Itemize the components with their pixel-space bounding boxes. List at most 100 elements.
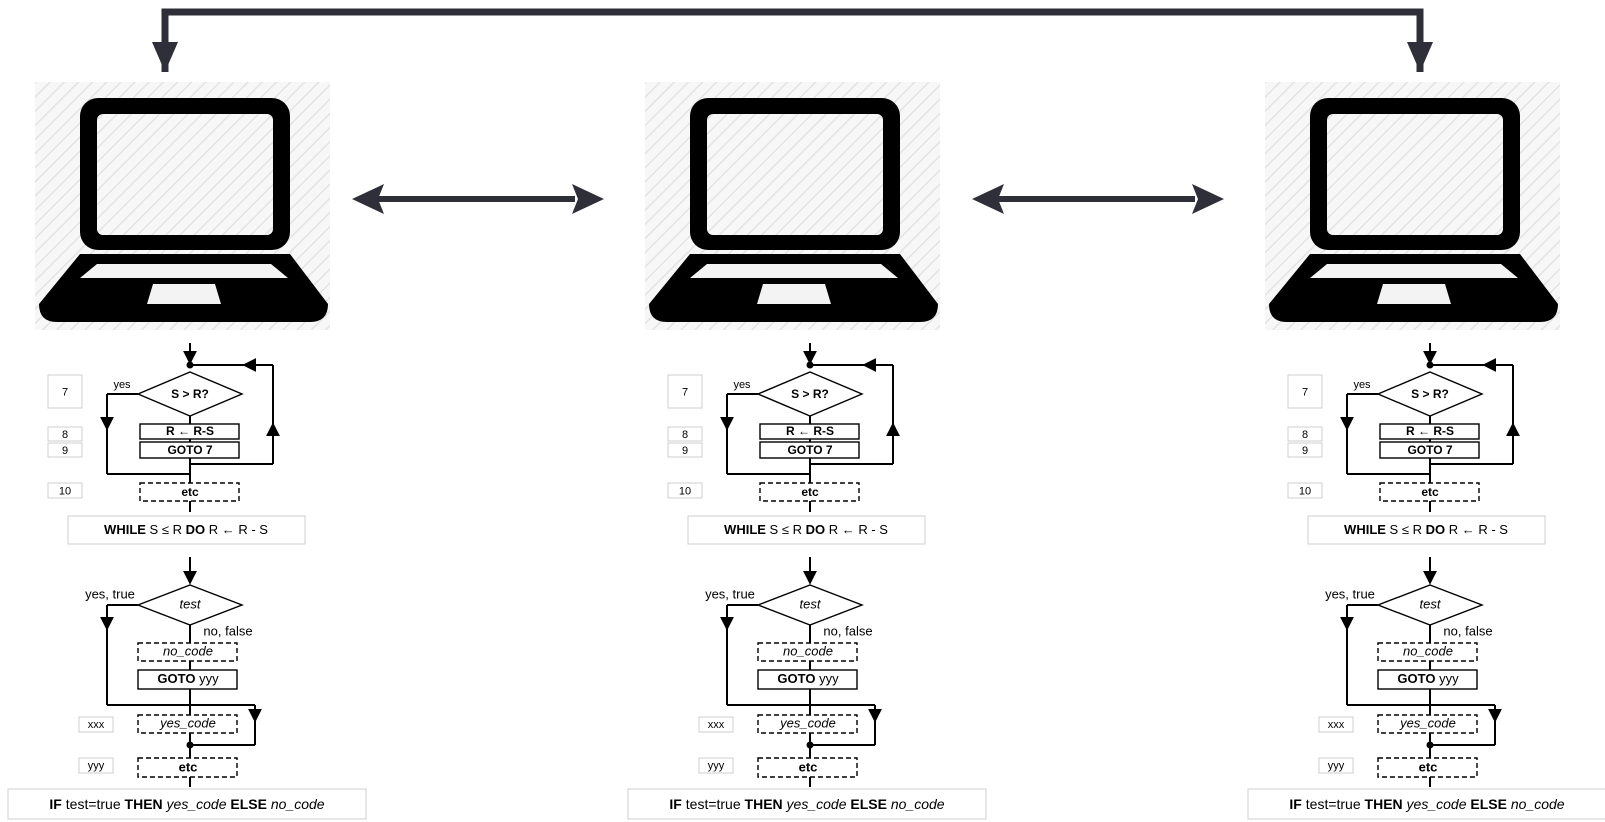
line-number-box bbox=[1318, 716, 1354, 733]
double-headed-arrow bbox=[972, 184, 1224, 214]
no-code-label: no_code bbox=[783, 643, 833, 658]
line-number-box bbox=[667, 482, 703, 499]
line-number: 9 bbox=[682, 445, 688, 457]
yes-label: yes, true bbox=[705, 586, 755, 601]
etc-label: etc bbox=[181, 485, 199, 499]
etc-label: etc bbox=[179, 759, 198, 774]
yes-label: yes bbox=[1353, 379, 1371, 391]
laptop-icon bbox=[35, 82, 330, 330]
line-number: yyy bbox=[708, 760, 725, 772]
line-number: 7 bbox=[62, 386, 68, 398]
line-number-box bbox=[1287, 426, 1323, 442]
line-number: 7 bbox=[682, 386, 688, 398]
etc-box bbox=[1379, 482, 1480, 502]
yes-label: yes, true bbox=[85, 586, 135, 601]
loop-arrow bbox=[152, 8, 1433, 72]
etc-label: etc bbox=[799, 759, 818, 774]
etc-label: etc bbox=[1421, 485, 1439, 499]
yes-label: yes bbox=[113, 379, 131, 391]
if-caption: IF test=true THEN yes_code ELSE no_code bbox=[49, 796, 324, 812]
if-caption-box bbox=[1247, 788, 1605, 820]
no-code-box bbox=[1377, 642, 1478, 662]
no-label: no, false bbox=[203, 623, 252, 638]
line-number-box bbox=[698, 757, 734, 774]
goto-yyy-label: GOTO yyy bbox=[157, 671, 219, 686]
line-number: 10 bbox=[59, 485, 71, 497]
line-number-box bbox=[667, 426, 703, 442]
if-caption: IF test=true THEN yes_code ELSE no_code bbox=[669, 796, 944, 812]
if-caption: IF test=true THEN yes_code ELSE no_code bbox=[1289, 796, 1564, 812]
line-number: yyy bbox=[88, 760, 105, 772]
line-number-box bbox=[1287, 442, 1323, 458]
condition-label: S > R? bbox=[791, 387, 829, 401]
yes-label: yes, true bbox=[1325, 586, 1375, 601]
line-number-box bbox=[1287, 482, 1323, 499]
line-number-box bbox=[667, 442, 703, 458]
test-label: test bbox=[1420, 596, 1442, 611]
yes-code-label: yes_code bbox=[779, 715, 836, 730]
condition-label: S > R? bbox=[1411, 387, 1449, 401]
line-number: 10 bbox=[1299, 485, 1311, 497]
yes-code-box bbox=[1377, 714, 1478, 734]
line-number: xxx bbox=[708, 719, 725, 731]
test-label: test bbox=[800, 596, 822, 611]
etc-label: etc bbox=[1419, 759, 1438, 774]
if-caption-box bbox=[627, 788, 987, 820]
line-number-box bbox=[47, 374, 83, 409]
yes-label: yes bbox=[733, 379, 751, 391]
goto-yyy-box bbox=[1377, 669, 1478, 690]
line-number: xxx bbox=[88, 719, 105, 731]
while-caption: WHILE S ≤ R DO R ← R - S bbox=[724, 522, 888, 537]
line-number: 9 bbox=[62, 445, 68, 457]
assign-label: R ← R-S bbox=[166, 424, 214, 438]
yes-code-box bbox=[757, 714, 858, 734]
goto-label: GOTO 7 bbox=[167, 443, 212, 457]
line-number: 8 bbox=[62, 429, 68, 441]
line-number: 9 bbox=[1302, 445, 1308, 457]
goto-yyy-label: GOTO yyy bbox=[777, 671, 839, 686]
assign-label: R ← R-S bbox=[786, 424, 834, 438]
assign-label: R ← R-S bbox=[1406, 424, 1454, 438]
test-label: test bbox=[180, 596, 202, 611]
laptop-icon bbox=[645, 82, 940, 330]
no-code-label: no_code bbox=[1403, 643, 1453, 658]
goto-yyy-label: GOTO yyy bbox=[1397, 671, 1459, 686]
line-number-box bbox=[47, 426, 83, 442]
yes-code-label: yes_code bbox=[159, 715, 216, 730]
line-number: 10 bbox=[679, 485, 691, 497]
line-number-box bbox=[78, 716, 114, 733]
line-number-box bbox=[698, 716, 734, 733]
no-label: no, false bbox=[1443, 623, 1492, 638]
line-number: yyy bbox=[1328, 760, 1345, 772]
line-number: 8 bbox=[1302, 429, 1308, 441]
line-number: xxx bbox=[1328, 719, 1345, 731]
line-number-box bbox=[78, 757, 114, 774]
while-caption-box bbox=[687, 515, 926, 545]
while-caption-box bbox=[1307, 515, 1546, 545]
line-number-box bbox=[47, 482, 83, 499]
while-caption-box bbox=[67, 515, 306, 545]
yes-code-box bbox=[137, 714, 238, 734]
while-caption: WHILE S ≤ R DO R ← R - S bbox=[104, 522, 268, 537]
no-code-label: no_code bbox=[163, 643, 213, 658]
line-number-box bbox=[667, 374, 703, 409]
line-number: 8 bbox=[682, 429, 688, 441]
while-caption: WHILE S ≤ R DO R ← R - S bbox=[1344, 522, 1508, 537]
if-caption-box bbox=[7, 788, 367, 820]
goto-yyy-box bbox=[137, 669, 238, 690]
no-code-box bbox=[757, 642, 858, 662]
etc-box bbox=[757, 757, 858, 778]
etc-box bbox=[137, 757, 238, 778]
goto-label: GOTO 7 bbox=[1407, 443, 1452, 457]
yes-code-label: yes_code bbox=[1399, 715, 1456, 730]
etc-label: etc bbox=[801, 485, 819, 499]
no-label: no, false bbox=[823, 623, 872, 638]
condition-label: S > R? bbox=[171, 387, 209, 401]
goto-yyy-box bbox=[757, 669, 858, 690]
goto-label: GOTO 7 bbox=[787, 443, 832, 457]
double-headed-arrow bbox=[352, 184, 604, 214]
laptop-icon bbox=[1265, 82, 1560, 330]
